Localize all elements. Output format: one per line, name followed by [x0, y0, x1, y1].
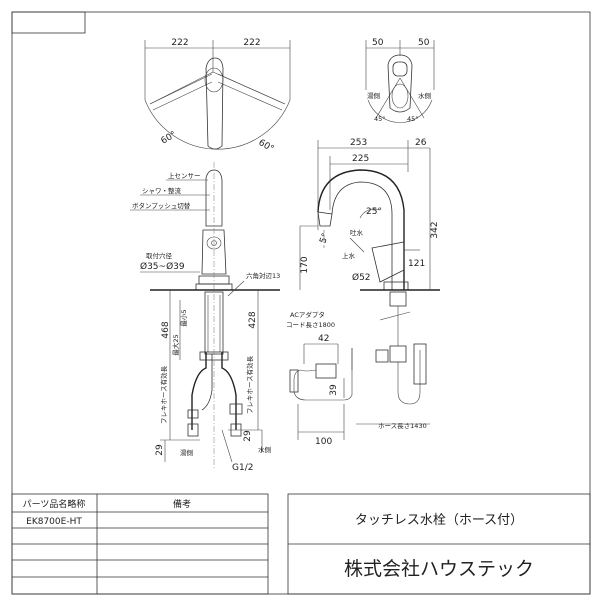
- handle-width-right: 50: [418, 38, 430, 48]
- title-block: タッチレス水栓（ホース付） 株式会社ハウステック: [287, 493, 591, 595]
- part-code: EK8700E-HT: [26, 517, 82, 527]
- spout-label: 吐水: [350, 228, 364, 237]
- dim-100: 100: [315, 437, 332, 447]
- sheet-border: [11, 11, 591, 595]
- hose-cold-length: フレキホース有効長: [245, 355, 254, 414]
- dim-342: 342: [430, 221, 440, 238]
- dim-29-right: 29: [243, 430, 253, 442]
- shower-label: シャワ・整流: [142, 186, 182, 195]
- spout-top-outline: [205, 57, 224, 150]
- product-name: タッチレス水栓（ホース付）: [355, 513, 523, 528]
- dim-121: 121: [408, 259, 425, 269]
- top-water-label: 上水: [342, 251, 356, 260]
- adapter-title: ACアダプタ: [290, 310, 325, 319]
- angle-25: 25°: [366, 207, 382, 217]
- handle-width-left: 50: [372, 38, 384, 48]
- gooseneck-outer: [317, 169, 405, 290]
- dim-225: 225: [352, 154, 369, 164]
- handle-outline: [387, 54, 413, 113]
- adapter-view: ACアダプタ コード長さ1800 42 39 100 ホース長さ1430: [286, 310, 430, 447]
- angle-5: 5°: [318, 232, 331, 245]
- min5-label: 最小5: [179, 309, 188, 326]
- button-switch-label: ボタンプッシュ切替: [132, 201, 191, 210]
- parts-table: パーツ品名略称 備考 EK8700E-HT: [11, 493, 269, 595]
- hot-side-label: 湯側: [367, 91, 381, 100]
- handle-angle-right: 45°: [407, 115, 419, 123]
- dim-52: Ø52: [352, 272, 371, 283]
- top-width-right: 222: [243, 38, 260, 48]
- side-view: 253 26 225 170 342 121 Ø52 25° 5° 吐水 上水: [299, 138, 440, 330]
- bore-value: Ø35~Ø39: [140, 261, 185, 272]
- spout-column: [205, 169, 223, 227]
- cold-side-bottom: 水側: [258, 445, 272, 454]
- cold-side-label: 水側: [418, 91, 432, 100]
- col-part-header: パーツ品名略称: [23, 498, 86, 510]
- dim-468: 468: [161, 321, 171, 338]
- dim-29-left: 29: [155, 444, 165, 456]
- hex-label: 六角対辺13: [246, 271, 280, 280]
- dim-428: 428: [248, 311, 258, 328]
- sensor-label: 上センサー: [168, 171, 201, 180]
- corner-box: [11, 11, 86, 34]
- top-angle-left: 60°: [160, 130, 179, 147]
- top-angle-right: 60°: [257, 138, 276, 155]
- ac-adapter-block: [315, 363, 337, 379]
- dim-42: 42: [318, 334, 329, 344]
- gooseneck-inner: [331, 181, 393, 290]
- col-note-header: 備考: [173, 498, 191, 510]
- sweep-arc: [144, 99, 291, 150]
- dim-253: 253: [350, 138, 367, 148]
- hose-length: ホース長さ1430: [378, 422, 427, 430]
- body: [201, 229, 227, 275]
- side-handle: [371, 241, 405, 283]
- top-width-left: 222: [171, 38, 188, 48]
- handle-angle-left: 45°: [374, 115, 386, 123]
- dim-26: 26: [415, 138, 427, 148]
- bore-label: 取付穴径: [146, 251, 173, 260]
- dim-39: 39: [329, 384, 339, 396]
- max25-label: 最大25: [171, 334, 180, 355]
- handle-view: 50 50 湯側 水側 45° 45°: [365, 38, 435, 123]
- cord-length: コード長さ1800: [286, 321, 335, 329]
- company-name: 株式会社ハウステック: [344, 558, 534, 580]
- hose-hot-length: フレキホース有効長: [159, 365, 168, 424]
- top-view: 222 222 60° 60°: [144, 38, 291, 155]
- dim-170: 170: [300, 256, 310, 273]
- front-view: 上センサー シャワ・整流 ボタンプッシュ切替 取付穴径 Ø35~Ø39 六角対辺…: [130, 162, 280, 473]
- thread-size: G1/2: [232, 463, 253, 473]
- hot-side-bottom: 湯側: [180, 448, 194, 457]
